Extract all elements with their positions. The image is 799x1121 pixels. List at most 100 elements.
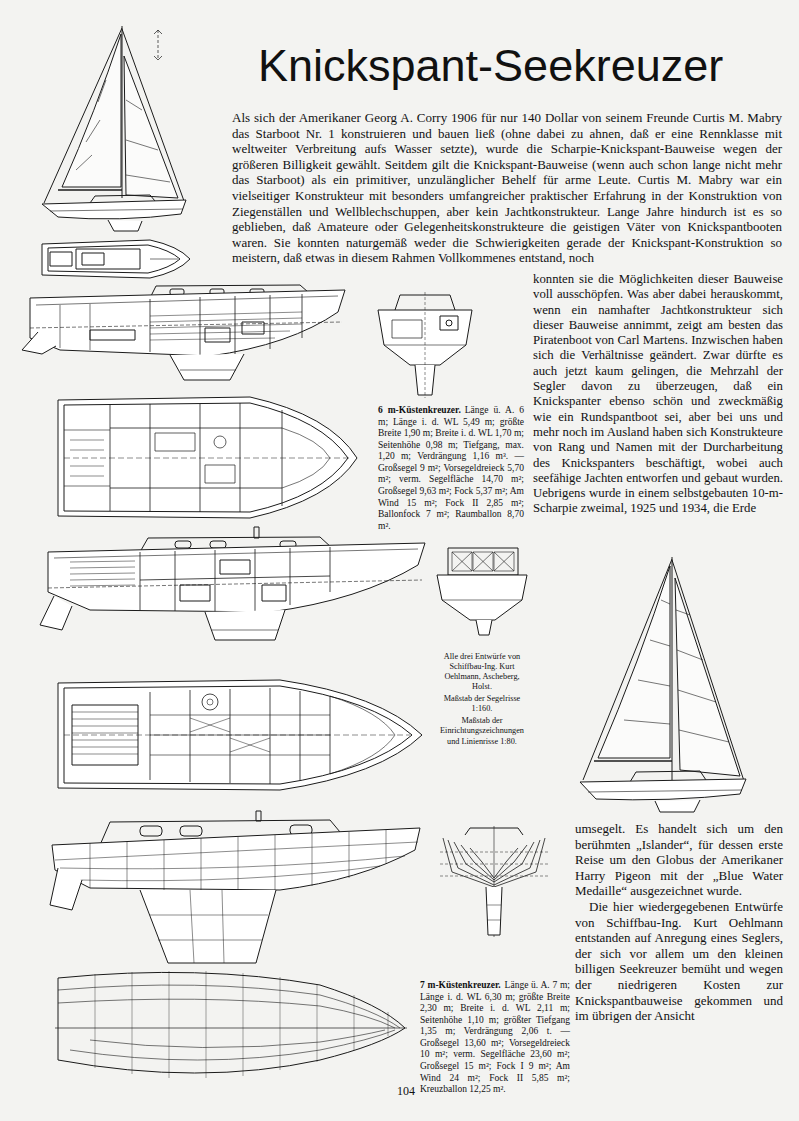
section-6m-stroke [446, 320, 452, 326]
plan-view-6m-stroke [282, 428, 330, 488]
section-7m-stroke [476, 620, 492, 635]
half-breadth-plan-7m-stroke [58, 985, 400, 1028]
interior-profile-6m-stroke [150, 294, 302, 355]
page-title: Knickspant-Seekreuzer [258, 38, 723, 94]
sail-plan-6m-stroke [44, 28, 122, 203]
sail-plan-6m-stroke [122, 29, 184, 201]
sail-plan-7m-stroke [588, 790, 742, 792]
deck-plan-6m-stroke [82, 253, 104, 265]
interior-profile-7m-stroke [180, 585, 210, 601]
body-plan-7m-stroke [487, 905, 501, 920]
sail-plan-6m-stroke [124, 56, 178, 198]
interior-profile-6m-stroke [170, 354, 244, 380]
figure-caption-column: 6 m-Küstenkreuzer.Länge ü. A. 6 m; Länge… [378, 405, 524, 532]
body-plan-7m-stroke [440, 852, 548, 876]
sail-plan-7m-stroke [655, 800, 700, 812]
plan-view-7m-stroke [64, 735, 410, 736]
half-breadth-plan-7m-stroke [58, 1028, 405, 1073]
body-plan-7m-stroke [486, 887, 502, 935]
lines-profile-7m-stroke [55, 842, 418, 881]
body-plan-7m [440, 826, 548, 937]
deck-plan-6m [42, 240, 190, 278]
figure-note: Maßstab der Einrichtungszeichnungen und … [434, 716, 530, 746]
lines-profile-7m-stroke [50, 868, 82, 910]
plan-view-7m-stroke [64, 686, 412, 784]
interior-profile-7m-stroke [210, 541, 226, 548]
plan-view-6m-stroke [110, 428, 282, 488]
lines-profile-7m-stroke [140, 826, 162, 836]
deck-plan-6m-stroke [50, 252, 72, 266]
section-7m-stroke [437, 575, 527, 620]
deck-plan-6m-stroke [48, 245, 180, 273]
plan-view-7m-stroke [150, 688, 330, 784]
body-text: konnten sie die Möglichkeiten dieser Bau… [533, 272, 783, 517]
figure-caption: Länge ü. A. 7 m; Länge i. d. WL 6,30 m; … [420, 980, 570, 1094]
figure-note: Maßstab der Segelrisse 1:160. [434, 694, 530, 714]
body-text-column: Als sich der Amerikaner Georg A. Corry 1… [232, 110, 782, 266]
plan-view-6m-stroke [58, 397, 357, 518]
plan-view-6m-stroke [155, 433, 195, 451]
sail-plan-7m-stroke [672, 560, 744, 781]
interior-profile-6m-stroke [205, 328, 230, 342]
sail-plan-6m-stroke [154, 30, 162, 60]
lines-profile-7m [50, 811, 420, 963]
section-7m-stroke [442, 600, 522, 601]
lines-profile-7m-stroke [150, 890, 268, 963]
interior-profile-7m-stroke [205, 610, 285, 640]
half-breadth-plan-7m-stroke [70, 1030, 395, 1060]
sail-plan-6m-stroke [122, 26, 123, 198]
interior-profile-6m-stroke [90, 330, 135, 340]
interior-profile-6m-stroke [150, 312, 302, 340]
interior-profile-6m-stroke [60, 304, 90, 350]
half-breadth-plan-7m-stroke [90, 1030, 385, 1048]
interior-profile-7m-stroke [175, 541, 191, 548]
plan-view-6m-stroke [64, 458, 350, 459]
deck-plan-6m-stroke [42, 240, 190, 278]
interior-profile-6m-stroke [242, 322, 264, 334]
body-plan-7m-stroke [494, 838, 545, 887]
interior-profile-7m-stroke [70, 561, 135, 586]
sail-plan-7m-stroke [583, 559, 672, 780]
lines-profile-7m-stroke [52, 828, 420, 890]
plan-view-7m-stroke [72, 712, 138, 754]
interior-profile-7m-stroke [140, 576, 330, 580]
interior-profile-7m-stroke [140, 547, 330, 612]
body-text-column: konnten sie die Möglichkeiten dieser Bau… [533, 272, 783, 517]
plan-view-6m [58, 397, 357, 518]
lines-profile-7m-stroke [90, 830, 386, 890]
plan-view-6m-stroke [64, 430, 110, 486]
interior-profile-6m-stroke [30, 290, 345, 356]
half-breadth-plan-7m-stroke [58, 978, 59, 1060]
sail-plan-7m-stroke [672, 557, 673, 780]
lines-profile-7m-stroke [256, 811, 261, 821]
sail-plan-6m-stroke [126, 100, 170, 182]
interior-profile-7m-stroke [262, 585, 286, 601]
section-6m-stroke [440, 316, 458, 330]
sail-plan-7m-stroke [594, 760, 672, 762]
body-plan-7m-stroke [443, 838, 494, 887]
section-6m-stroke [425, 292, 426, 398]
half-breadth-plan-7m [55, 971, 407, 1078]
section-7m-stroke [452, 552, 514, 571]
deck-plan-6m-stroke [150, 259, 178, 260]
sail-plan-7m-stroke [580, 779, 746, 800]
figure-caption: 7 m-Küstenkreuzer. [420, 980, 501, 990]
sail-plan-6m-stroke [158, 30, 159, 60]
figure-caption-column: 7 m-Küstenkreuzer.Länge ü. A. 7 m; Länge… [420, 980, 570, 1096]
figure-caption: 6 m-Küstenkreuzer. [378, 405, 461, 415]
interior-profile-6m [22, 285, 345, 380]
figure-note: Alle drei Entwürfe von Schiffbau-Ing. Ku… [434, 652, 530, 692]
interior-profile-7m-stroke [212, 630, 278, 631]
body-text: Als sich der Amerikaner Georg A. Corry 1… [232, 110, 782, 266]
sail-plan-6m-stroke [58, 189, 122, 191]
plan-view-6m-stroke [205, 465, 235, 483]
figure-caption: Länge ü. A. 6 m; Länge i. d. WL 5,49 m; … [378, 405, 524, 531]
sail-plan-6m [42, 26, 186, 231]
interior-profile-7m-stroke [54, 549, 418, 558]
half-breadth-plan-7m-stroke [58, 999, 395, 1028]
figure-note-column: Alle drei Entwürfe von Schiffbau-Ing. Ku… [434, 652, 530, 747]
interior-profile-6m-stroke [180, 370, 236, 371]
sail-plan-7m-stroke [675, 578, 740, 776]
sail-plan-6m-stroke [62, 34, 121, 187]
interior-profile-7m-stroke [40, 596, 72, 630]
